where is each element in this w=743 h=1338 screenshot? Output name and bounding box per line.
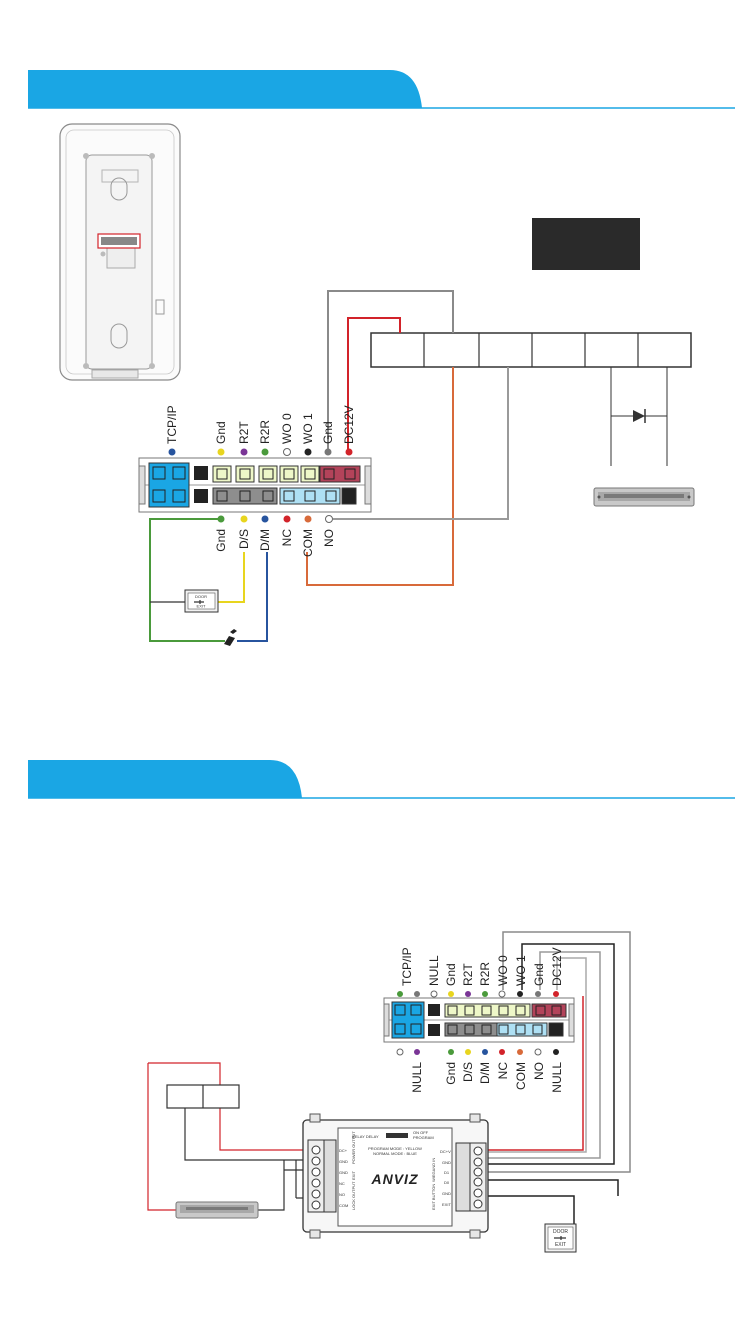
exit-button-2-line1: DOOR [553, 1229, 568, 1235]
magnetic-lock-icon [593, 487, 695, 507]
label2b-dm: D/M [478, 1062, 492, 1084]
module-right-pin-4: D0 [444, 1180, 450, 1185]
label2b-ds: D/S [461, 1062, 475, 1082]
device-back-panel [59, 123, 181, 381]
module-program-switch: ON OFF [413, 1130, 429, 1135]
module-left-pin-2: GND [339, 1159, 348, 1164]
label2-null: NULL [427, 955, 441, 986]
terminal-connector-bottom [383, 997, 575, 1043]
label2b-nc: NC [496, 1062, 510, 1080]
exit-button-line1: DOOR [195, 594, 207, 599]
terminal-labels-top-2: TCP/IP NULL Gnd R2T R2R WO 0 WO 1 Gnd DC… [400, 947, 564, 986]
module-program-label: PROGRAM [413, 1135, 434, 1140]
label-r2r: R2R [258, 420, 272, 444]
module-left-pin-3: GND [339, 1170, 348, 1175]
module-left-pin-6: COM [339, 1203, 348, 1208]
power-supply-small [166, 1084, 240, 1109]
module-left-pin-5: NO [339, 1192, 345, 1197]
label2b-null-2: NULL [550, 1062, 564, 1093]
bottom-wires [147, 931, 631, 1224]
label2-gnd: Gnd [444, 963, 458, 986]
label2-gnd-2: Gnd [532, 963, 546, 986]
label-nc: NC [280, 529, 294, 547]
label-tcpip: TCP/IP [165, 405, 179, 444]
module-right-pin-6: EXIT [442, 1202, 451, 1207]
section-1-header [28, 70, 735, 109]
module-right-pin-5: GND [442, 1191, 451, 1196]
magnetic-lock-icon-2 [175, 1201, 259, 1219]
module-mode-1: PROGRAM MODE : YELLOW [368, 1146, 422, 1151]
terminal-dots-bottom [396, 990, 559, 1056]
label-gnd: Gnd [214, 421, 228, 444]
diode-icon [610, 367, 668, 466]
module-left-group-3: LOCK OUTPUT [351, 1181, 356, 1210]
label2-r2r: R2R [478, 962, 492, 986]
door-sensor-icon [224, 629, 237, 646]
module-right-group-1: WIEGAND IN [431, 1158, 436, 1182]
exit-button-line2: EXIT [197, 604, 206, 609]
module-mode-2: NORMAL MODE : BLUE [373, 1151, 417, 1156]
terminal-dots-top [168, 448, 353, 523]
terminal-labels-bottom: Gnd D/S D/M NC COM NO [214, 529, 336, 557]
label-wo1: WO 1 [301, 413, 315, 444]
terminal-connector-top [138, 457, 372, 513]
label-r2t: R2T [237, 421, 251, 444]
label-wo0: WO 0 [280, 413, 294, 444]
label2-wo0: WO 0 [496, 955, 510, 986]
label-gnd-2: Gnd [321, 421, 335, 444]
power-supply [532, 218, 640, 270]
module-right-pin-2: GND [442, 1160, 451, 1165]
module-right-pin-1: DC+V [440, 1149, 451, 1154]
label-no: NO [322, 529, 336, 547]
module-left-pin-1: DC+ [339, 1148, 348, 1153]
module-relay-delay: RELAY DELAY [352, 1134, 379, 1139]
access-control-module: RELAY DELAY ON OFF PROGRAM PROGRAM MODE … [302, 1113, 489, 1239]
label-dc12v: DC12V [342, 405, 356, 444]
top-wires [149, 290, 509, 642]
power-supply-terminal-block [370, 332, 692, 368]
section-2-header [28, 760, 735, 799]
label2b-gnd: Gnd [444, 1062, 458, 1085]
exit-button-2-line2: EXIT [555, 1242, 566, 1248]
module-left-pin-4: NC [339, 1181, 345, 1186]
label-dm: D/M [258, 529, 272, 551]
label2b-com: COM [514, 1062, 528, 1090]
label-gnd-b: Gnd [214, 529, 228, 552]
label-com: COM [301, 529, 315, 557]
module-right-group-2: EXIT BUTTON [431, 1184, 436, 1210]
label2-dc12v: DC12V [550, 947, 564, 986]
label2-wo1: WO 1 [514, 955, 528, 986]
label-ds: D/S [237, 529, 251, 549]
module-right-pin-3: D1 [444, 1170, 450, 1175]
module-left-group-2: EXIT [351, 1171, 356, 1180]
exit-button-icon: DOOR EXIT [184, 589, 219, 613]
label2-r2t: R2T [461, 963, 475, 986]
exit-button-icon-2: DOOR EXIT [544, 1223, 577, 1253]
label2b-no: NO [532, 1062, 546, 1080]
label2-tcpip: TCP/IP [400, 947, 414, 986]
terminal-labels-bottom-2: NULL Gnd D/S D/M NC COM NO NULL [410, 1062, 564, 1093]
module-left-group-1: POWER OUTPUT [351, 1131, 356, 1164]
label2b-null: NULL [410, 1062, 424, 1093]
module-brand: ANVIZ [371, 1171, 419, 1187]
terminal-labels-top: TCP/IP Gnd R2T R2R WO 0 WO 1 Gnd DC12V [165, 405, 356, 444]
